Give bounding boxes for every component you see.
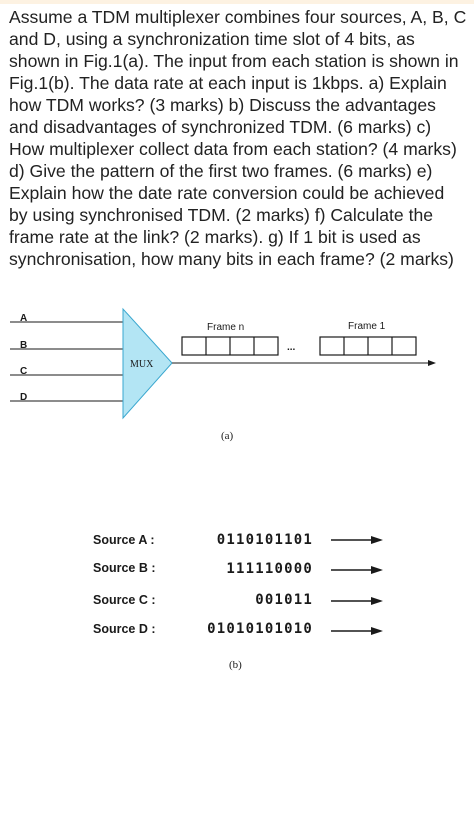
frame-n-slots: [181, 336, 279, 356]
source-a-bits: 0110101101: [217, 532, 313, 548]
frame-1-label: Frame 1: [348, 321, 386, 332]
source-b-arrowhead: [371, 566, 383, 574]
source-c-name: Source C :: [93, 593, 156, 607]
source-d-name: Source D :: [93, 622, 156, 636]
source-b-bits: 111110000: [226, 561, 313, 577]
fig-a: A B C D MUX Frame n ... Frame 1 (a): [10, 307, 436, 442]
mux-label: MUX: [130, 359, 154, 370]
source-c-bits: 001011: [255, 592, 313, 608]
source-d-bits: 01010101010: [207, 621, 313, 637]
mux-triangle: [122, 307, 173, 420]
source-d-arrowhead: [371, 627, 383, 635]
question-text: Assume a TDM multiplexer combines four s…: [9, 7, 467, 269]
input-label-c: C: [20, 366, 27, 377]
source-c-arrowhead: [371, 597, 383, 605]
fig-b-caption: (b): [229, 659, 242, 671]
source-a-arrowhead: [371, 536, 383, 544]
input-label-d: D: [20, 392, 27, 403]
top-bar: [0, 0, 474, 4]
frame-n-label: Frame n: [207, 322, 244, 333]
source-b-name: Source B :: [93, 561, 156, 575]
output-arrowhead: [428, 360, 436, 366]
source-a-name: Source A :: [93, 533, 155, 547]
input-label-b: B: [20, 340, 27, 351]
input-label-a: A: [20, 313, 27, 324]
frames-ellipsis: ...: [287, 342, 296, 353]
fig-a-caption: (a): [221, 430, 234, 442]
fig-b: Source A : 0110101101 Source B : 1111100…: [93, 532, 383, 671]
frame-1-slots: [319, 336, 417, 356]
